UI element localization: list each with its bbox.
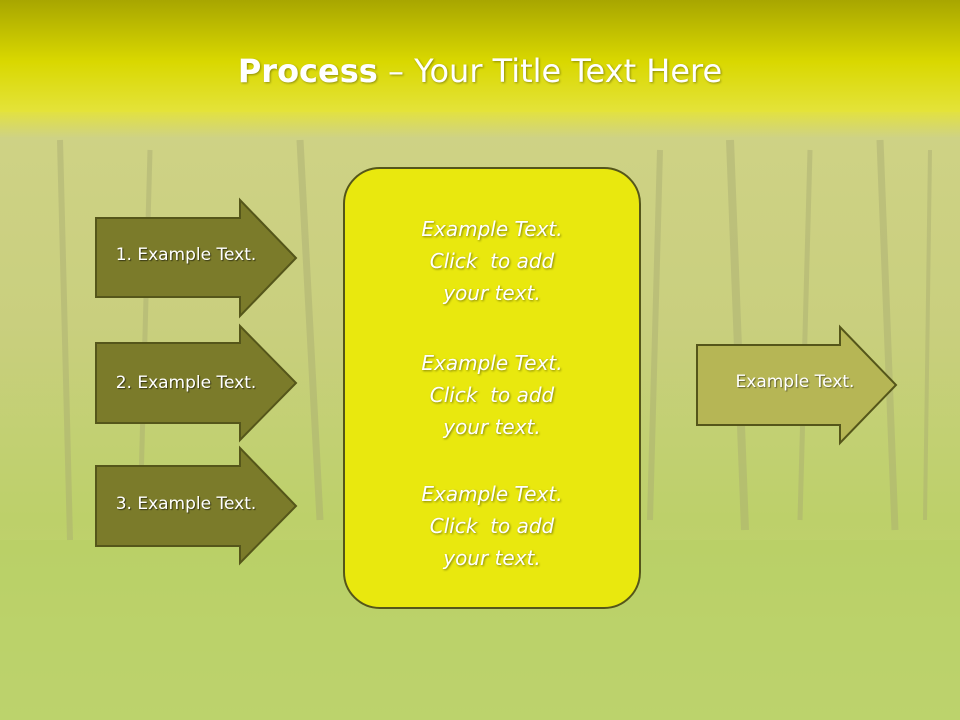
center-block-1: Example Text. Click to add your text. [370, 213, 614, 309]
output-label: Example Text. [735, 372, 855, 392]
tree-trunks [57, 139, 932, 541]
title-dash: – [377, 52, 415, 90]
title-bold: Process [237, 52, 378, 90]
step-arrow-1[interactable] [95, 197, 298, 319]
header-band [0, 0, 960, 112]
center-block-2-line-1: Example Text. [421, 351, 563, 375]
center-box[interactable] [343, 167, 641, 609]
center-block-3: Example Text. Click to add your text. [370, 478, 614, 574]
step-label-1: 1. Example Text. [115, 245, 257, 265]
center-block-3-line-2: Click to add [429, 514, 555, 538]
center-block-3-line-1: Example Text. [421, 482, 563, 506]
center-block-1-line-2: Click to add [429, 249, 555, 273]
step-arrow-2[interactable] [95, 323, 298, 443]
output-arrow[interactable] [696, 324, 898, 446]
step-label-2: 2. Example Text. [115, 373, 257, 393]
center-block-3-line-3: your text. [443, 546, 541, 570]
slide-title[interactable]: Process – Your Title Text Here [0, 52, 960, 90]
title-rest: Your Title Text Here [414, 52, 723, 90]
center-block-1-line-3: your text. [443, 281, 541, 305]
step-label-3: 3. Example Text. [115, 494, 257, 514]
center-block-1-line-1: Example Text. [421, 217, 563, 241]
header-fade [0, 112, 960, 138]
center-block-2: Example Text. Click to add your text. [370, 347, 614, 443]
center-block-2-line-3: your text. [443, 415, 541, 439]
step-arrow-3[interactable] [95, 445, 298, 566]
center-block-2-line-2: Click to add [429, 383, 555, 407]
